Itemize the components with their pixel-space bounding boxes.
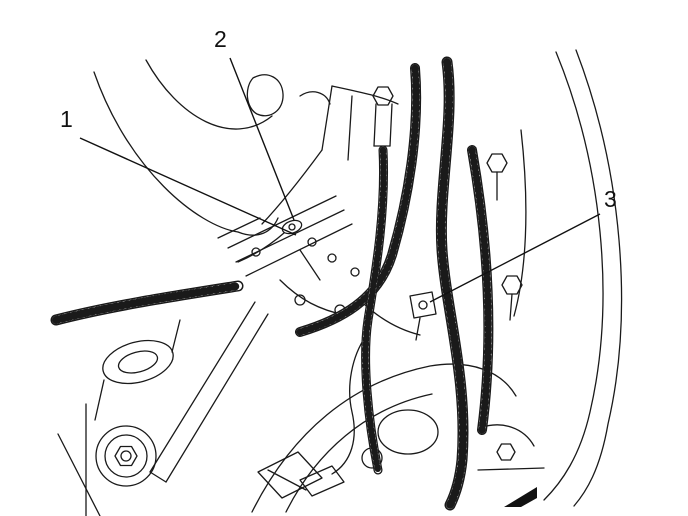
callout-3-leader-line: [429, 213, 601, 303]
engine-lines: [57, 49, 623, 516]
callout-1-leader-line: [79, 137, 297, 236]
callout-label-2: 2: [214, 26, 227, 52]
callout-2-leader-line: [229, 57, 295, 221]
callout-label-3: 3: [604, 186, 617, 212]
corrugated-hoses: [50, 56, 494, 511]
direction-arrow-icon: [504, 487, 537, 507]
callout-label-1: 1: [60, 106, 73, 132]
